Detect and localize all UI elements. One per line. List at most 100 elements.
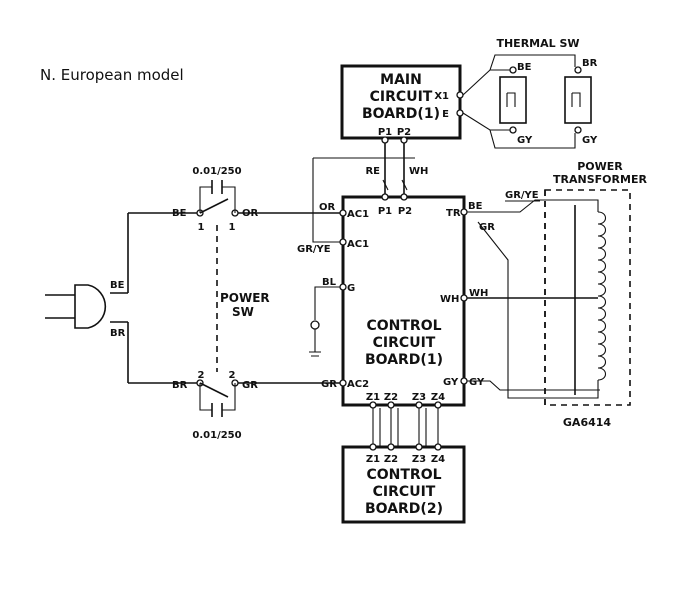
main-terminal-e xyxy=(456,109,464,117)
wire-wh-label: WH xyxy=(409,166,428,177)
cb1-wire-gr-r: GR xyxy=(479,222,495,233)
ground-symbol xyxy=(309,329,321,357)
plug-br: BR xyxy=(110,328,126,339)
cb1-wire-gr: GR xyxy=(321,379,337,390)
main-board-label-3: BOARD(1) xyxy=(362,106,440,122)
cb1-terminal-z3 xyxy=(415,401,423,409)
cb2-terminal-z4 xyxy=(434,443,442,451)
cb1-terminal-z4 xyxy=(434,401,442,409)
thermal-sw-label: THERMAL SW xyxy=(496,37,579,50)
cb1-pin-wh-in: WH xyxy=(440,294,459,305)
cb1-terminal-tr xyxy=(460,208,468,216)
cb1-terminal-ac2 xyxy=(339,379,347,387)
cb1-terminal-z1 xyxy=(369,401,377,409)
cb1-pin-ac2: AC2 xyxy=(347,379,369,390)
control-circuit-board-2 xyxy=(341,445,466,524)
cb2-pin-z4: Z4 xyxy=(431,454,445,465)
capacitor-bottom-label: 0.01/250 xyxy=(192,430,241,441)
main-circuit-board xyxy=(340,64,462,140)
transformer-label-1: POWER xyxy=(577,160,623,173)
wire-twist-marks xyxy=(382,179,408,191)
cb2-label-3: BOARD(2) xyxy=(365,501,443,517)
cb1-label-2: CIRCUIT xyxy=(373,335,436,351)
thermal-wire-bottom xyxy=(462,112,576,149)
wire-tr-to-transformer xyxy=(467,199,599,213)
switch-top-num-right: 1 xyxy=(229,222,236,233)
cb1-label-3: BOARD(1) xyxy=(365,352,443,368)
cb1-pin-ac1b: AC1 xyxy=(347,239,369,250)
power-switch-bottom xyxy=(196,379,239,417)
cb2-pin-z1: Z1 xyxy=(366,454,380,465)
cb1-pin-z3: Z3 xyxy=(412,392,426,403)
transformer-label-2: TRANSFORMER xyxy=(553,173,647,186)
wire-bl-to-g xyxy=(314,286,340,320)
cb1-wire-grye: GR/YE xyxy=(297,244,331,255)
cb1-pin-p2: P2 xyxy=(398,206,412,217)
main-pin-p1: P1 xyxy=(378,127,392,138)
cb1-pin-p1: P1 xyxy=(378,206,392,217)
cb1-pin-tr: TR xyxy=(446,208,461,219)
cb1-terminal-wh xyxy=(460,294,468,302)
thermal-switch-2 xyxy=(564,66,592,134)
switch-bottom-num-right: 2 xyxy=(229,370,236,381)
wire-re-label: RE xyxy=(365,166,380,177)
cb1-terminal-p1 xyxy=(381,193,389,201)
cb1-cb2-wires xyxy=(372,408,439,448)
main-terminal-p1 xyxy=(381,136,389,144)
switch-bottom-num-left: 2 xyxy=(198,370,205,381)
cb1-terminal-g xyxy=(339,283,347,291)
cb1-terminal-ac1b xyxy=(339,238,347,246)
plug-be: BE xyxy=(110,280,125,291)
thermal-be: BE xyxy=(517,62,532,73)
p-wires xyxy=(384,143,405,195)
cb1-pin-z1: Z1 xyxy=(366,392,380,403)
grye-right-label: GR/YE xyxy=(505,190,539,201)
cb1-terminal-p2 xyxy=(400,193,408,201)
switch-top-or: OR xyxy=(242,208,259,219)
switch-bottom-gr: GR xyxy=(242,380,258,391)
cb2-label-1: CONTROL xyxy=(366,467,441,483)
main-board-label-1: MAIN xyxy=(380,72,422,88)
grye-ground-wire xyxy=(312,157,415,220)
cb1-pin-ac1a: AC1 xyxy=(347,209,369,220)
thermal-gy2: GY xyxy=(582,135,598,146)
switch-top-num-left: 1 xyxy=(198,222,205,233)
cb2-terminal-z3 xyxy=(415,443,423,451)
ground-terminal xyxy=(310,320,320,330)
cb1-pin-gy-in: GY xyxy=(443,377,459,388)
cb2-label-2: CIRCUIT xyxy=(373,484,436,500)
cb1-pin-z2: Z2 xyxy=(384,392,398,403)
wire-gr-to-transformer xyxy=(477,221,599,399)
wire-gy-to-transformer xyxy=(467,380,600,391)
switch-bottom-br: BR xyxy=(172,380,188,391)
cb1-pin-z4: Z4 xyxy=(431,392,445,403)
main-terminal-p2 xyxy=(400,136,408,144)
cb1-wire-or: OR xyxy=(319,202,336,213)
cb1-pin-g: G xyxy=(347,283,355,294)
cb1-terminal-ac1a xyxy=(339,209,347,217)
cb1-wire-gy-out: GY xyxy=(469,377,485,388)
main-pin-e: E xyxy=(442,109,449,120)
transformer-code: GA6414 xyxy=(563,416,612,429)
cb2-terminal-z2 xyxy=(387,443,395,451)
cb1-wire-be: BE xyxy=(468,201,483,212)
cb2-pin-z3: Z3 xyxy=(412,454,426,465)
switch-top-be: BE xyxy=(172,208,187,219)
cb1-terminal-gy xyxy=(460,377,468,385)
thermal-switch-1 xyxy=(499,66,527,134)
main-pin-p2: P2 xyxy=(397,127,411,138)
power-sw-label-1: POWER xyxy=(220,291,270,305)
thermal-br: BR xyxy=(582,58,598,69)
cb2-terminal-z1 xyxy=(369,443,377,451)
wire-grye-to-ac1 xyxy=(312,220,340,243)
diagram-title: N. European model xyxy=(40,66,184,84)
main-board-label-2: CIRCUIT xyxy=(370,89,433,105)
main-terminal-x1 xyxy=(456,91,464,99)
power-transformer-outline xyxy=(544,189,631,406)
cb2-pin-z2: Z2 xyxy=(384,454,398,465)
cb1-wire-bl: BL xyxy=(322,277,337,288)
cb1-label-1: CONTROL xyxy=(366,318,441,334)
power-switch-top xyxy=(196,180,239,217)
power-sw-label-2: SW xyxy=(232,305,254,319)
